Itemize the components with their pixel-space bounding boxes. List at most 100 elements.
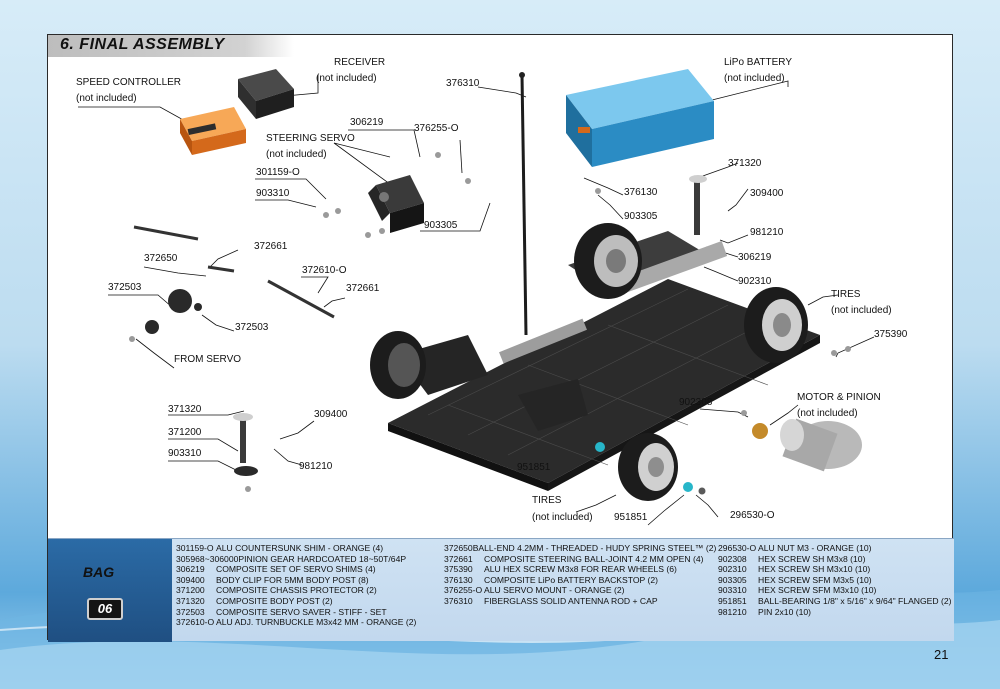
part-number: 309400 bbox=[176, 574, 205, 585]
bag-number: 06 bbox=[87, 598, 123, 620]
label-from-servo: FROM SERVO bbox=[174, 354, 242, 365]
part-number: 371200 bbox=[176, 585, 205, 596]
steering-servo-illustration bbox=[368, 175, 424, 233]
label-receiver: RECEIVER bbox=[334, 57, 386, 68]
part-description: COMPOSITE SERVO SAVER - STIFF - SET bbox=[216, 606, 387, 617]
part-description: COMPOSITE BODY POST (2) bbox=[216, 595, 333, 606]
front-tire-right bbox=[618, 433, 678, 501]
label-902308: 902308 bbox=[679, 397, 713, 408]
part-description: COMPOSITE STEERING BALL-JOINT 4.2 MM OPE… bbox=[484, 553, 704, 564]
speed-controller-illustration bbox=[180, 107, 246, 155]
label-tires-bottom-note: (not included) bbox=[532, 512, 593, 523]
label-371320-right: 371320 bbox=[728, 158, 762, 169]
label-371200: 371200 bbox=[168, 427, 202, 438]
label-903305-left: 903305 bbox=[424, 220, 458, 231]
part-number: 981210 bbox=[718, 606, 747, 617]
parts-list-row: 376310 FIBERGLASS SOLID ANTENNA ROD + CAP bbox=[444, 596, 710, 607]
front-tire-left bbox=[370, 331, 426, 399]
part-description: FIBERGLASS SOLID ANTENNA ROD + CAP bbox=[484, 595, 658, 606]
parts-list-row: 372661 COMPOSITE STEERING BALL-JOINT 4.2 … bbox=[444, 554, 710, 565]
label-376255: 376255-O bbox=[414, 123, 459, 134]
label-951851-left: 951851 bbox=[517, 462, 551, 473]
label-306219-top: 306219 bbox=[350, 117, 384, 128]
label-steering-servo-note: (not included) bbox=[266, 149, 327, 160]
label-375390: 375390 bbox=[874, 329, 908, 340]
part-description: COMPOSITE LiPo BATTERY BACKSTOP (2) bbox=[484, 574, 658, 585]
label-902310: 902310 bbox=[738, 276, 772, 287]
part-description: ALU SERVO MOUNT - ORANGE (2) bbox=[484, 585, 625, 596]
part-number: 372610-O bbox=[176, 617, 215, 628]
part-description: HEX SCREW SH M3x8 (10) bbox=[758, 553, 866, 564]
part-number: 376255-O bbox=[444, 585, 483, 596]
parts-list-row: 371320 COMPOSITE BODY POST (2) bbox=[176, 596, 442, 607]
section-title: 6. FINAL ASSEMBLY bbox=[60, 36, 225, 53]
label-903310-left: 903310 bbox=[168, 448, 202, 459]
parts-list-row: 375390 ALU HEX SCREW M3x8 FOR REAR WHEELS… bbox=[444, 564, 710, 575]
parts-list-row: 981210 PIN 2x10 (10) bbox=[718, 607, 954, 618]
label-372610: 372610-O bbox=[302, 265, 347, 276]
label-372661-top: 372661 bbox=[254, 241, 288, 252]
label-309400-left: 309400 bbox=[314, 409, 348, 420]
label-steering-servo: STEERING SERVO bbox=[266, 133, 355, 144]
part-number: 902310 bbox=[718, 564, 747, 575]
part-number: 372503 bbox=[176, 606, 205, 617]
label-speed-controller-note: (not included) bbox=[76, 93, 137, 104]
part-number: 306219 bbox=[176, 564, 205, 575]
label-372503-right: 372503 bbox=[235, 322, 269, 333]
part-number: 301159-O bbox=[176, 543, 214, 553]
part-description: BODY CLIP FOR 5MM BODY POST (8) bbox=[216, 574, 369, 585]
label-903305-right: 903305 bbox=[624, 211, 658, 222]
part-number: 372661 bbox=[444, 553, 473, 564]
receiver-illustration bbox=[238, 69, 294, 119]
section-title-bar: 6. FINAL ASSEMBLY bbox=[48, 35, 294, 57]
label-receiver-note: (not included) bbox=[316, 73, 377, 84]
part-number: 375390 bbox=[444, 564, 473, 575]
label-speed-controller: SPEED CONTROLLER bbox=[76, 77, 182, 88]
label-372503-left: 372503 bbox=[108, 282, 142, 293]
part-number: 305968~306000 bbox=[176, 553, 239, 564]
label-372650: 372650 bbox=[144, 253, 178, 264]
part-description: ALU NUT M3 - ORANGE (10) bbox=[758, 543, 872, 553]
label-motor-pinion: MOTOR & PINION bbox=[797, 392, 881, 403]
label-tires-right-note: (not included) bbox=[831, 305, 892, 316]
assembly-panel: 6. FINAL ASSEMBLY bbox=[47, 34, 954, 642]
part-description: PINION GEAR HARDCOATED 18~50T/64P bbox=[238, 553, 407, 564]
label-tires-right: TIRES bbox=[831, 289, 861, 300]
label-309400-right: 309400 bbox=[750, 188, 784, 199]
part-number: 376130 bbox=[444, 574, 473, 585]
part-number: 372650 bbox=[444, 543, 473, 553]
part-number: 371320 bbox=[176, 595, 205, 606]
part-description: ALU ADJ. TURNBUCKLE M3x42 MM - ORANGE (2… bbox=[216, 617, 417, 628]
parts-list-row: 372503 COMPOSITE SERVO SAVER - STIFF - SE… bbox=[176, 607, 442, 618]
parts-list-row: 376130 COMPOSITE LiPo BATTERY BACKSTOP (2… bbox=[444, 575, 710, 586]
label-lipo-battery-note: (not included) bbox=[724, 73, 785, 84]
part-description: HEX SCREW SFM M3x5 (10) bbox=[758, 574, 872, 585]
part-number: 296530-O bbox=[718, 543, 757, 553]
part-number: 376310 bbox=[444, 595, 473, 606]
part-description: ALU COUNTERSUNK SHIM - ORANGE (4) bbox=[216, 543, 384, 553]
label-tires-bottom: TIRES bbox=[532, 495, 562, 506]
motor-illustration bbox=[752, 418, 862, 472]
label-301159: 301159-O bbox=[256, 167, 300, 178]
bag-badge: BAG 06 bbox=[48, 539, 172, 642]
part-description: ALU HEX SCREW M3x8 FOR REAR WHEELS (6) bbox=[484, 564, 677, 575]
label-296530: 296530-O bbox=[730, 510, 775, 521]
label-371320-left: 371320 bbox=[168, 404, 202, 415]
part-description: PIN 2x10 (10) bbox=[758, 606, 812, 617]
parts-list-row: 305968~306000 PINION GEAR HARDCOATED 18~… bbox=[176, 554, 442, 565]
